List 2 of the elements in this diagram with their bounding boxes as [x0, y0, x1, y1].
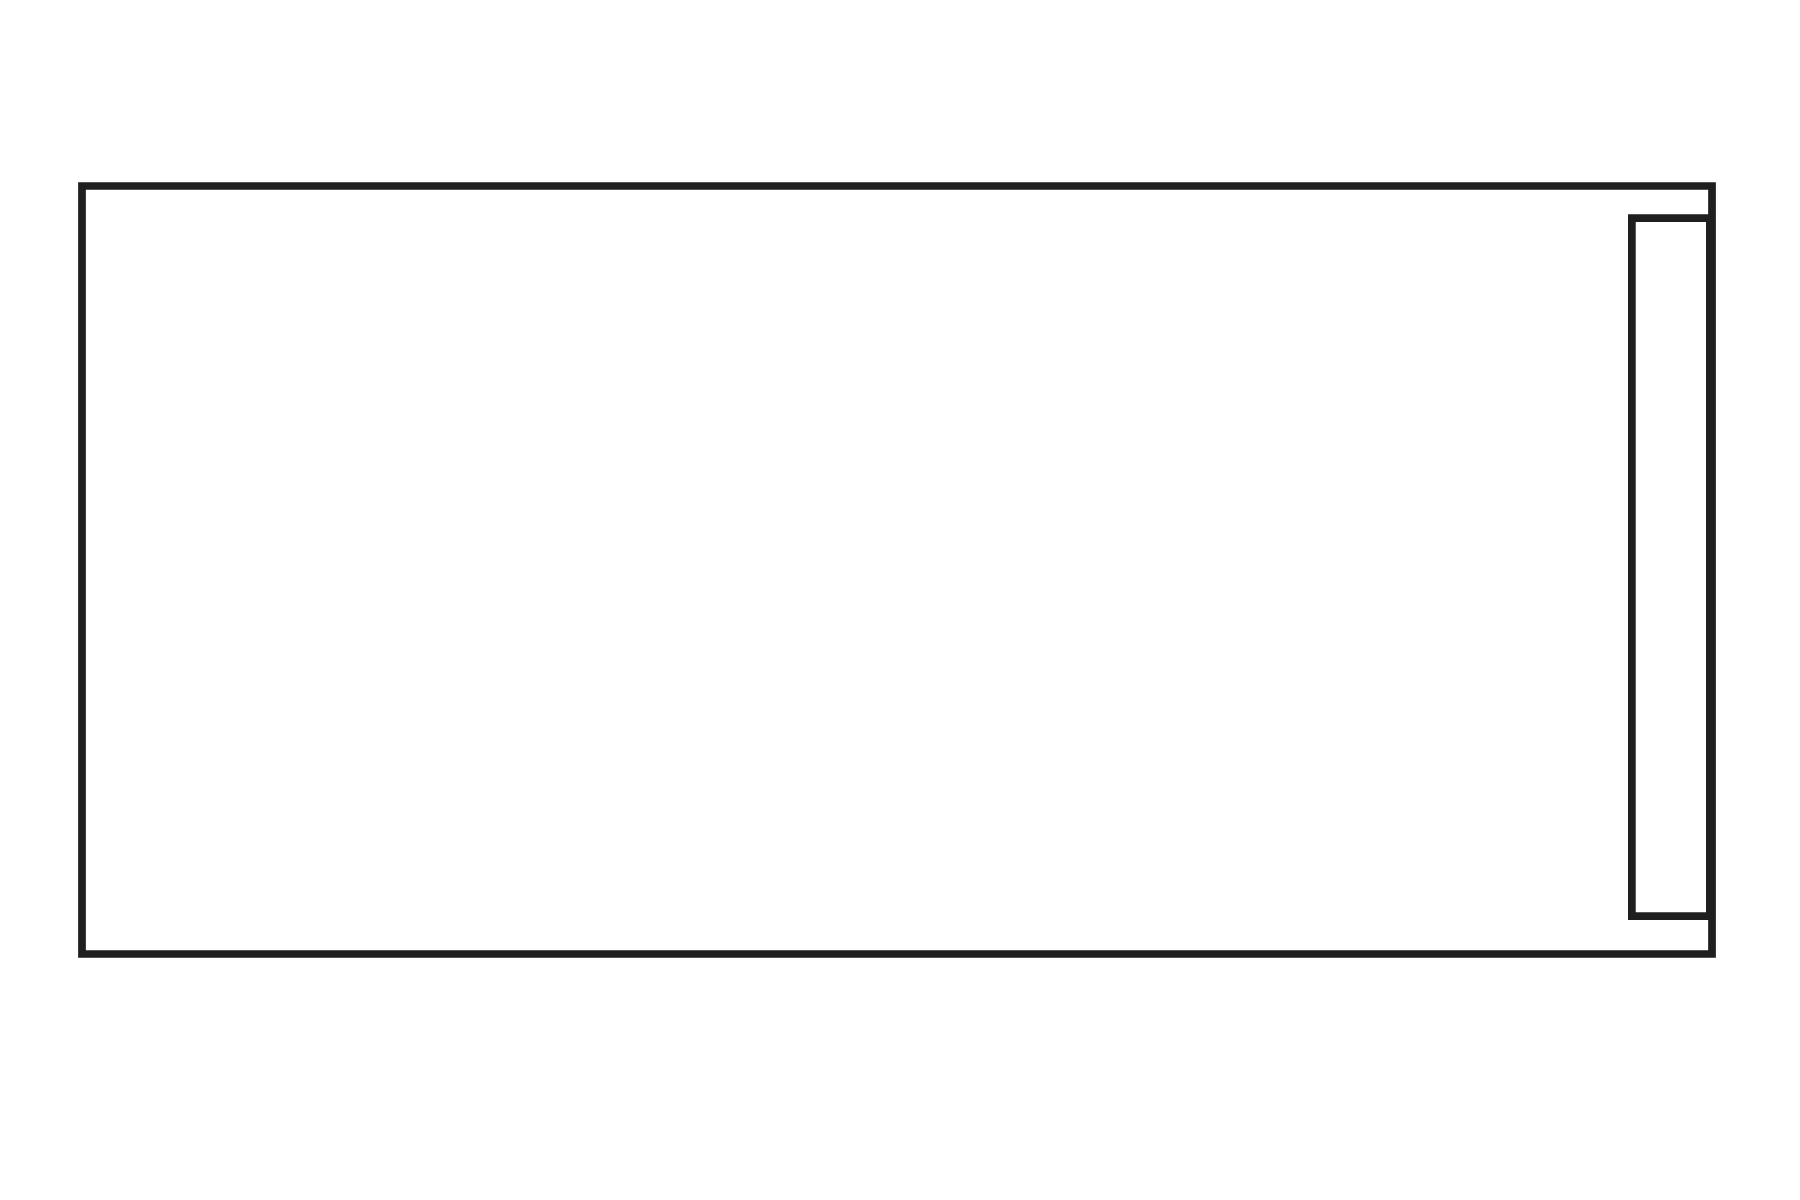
frame-box — [78, 182, 1716, 958]
slot-box — [1628, 214, 1714, 920]
